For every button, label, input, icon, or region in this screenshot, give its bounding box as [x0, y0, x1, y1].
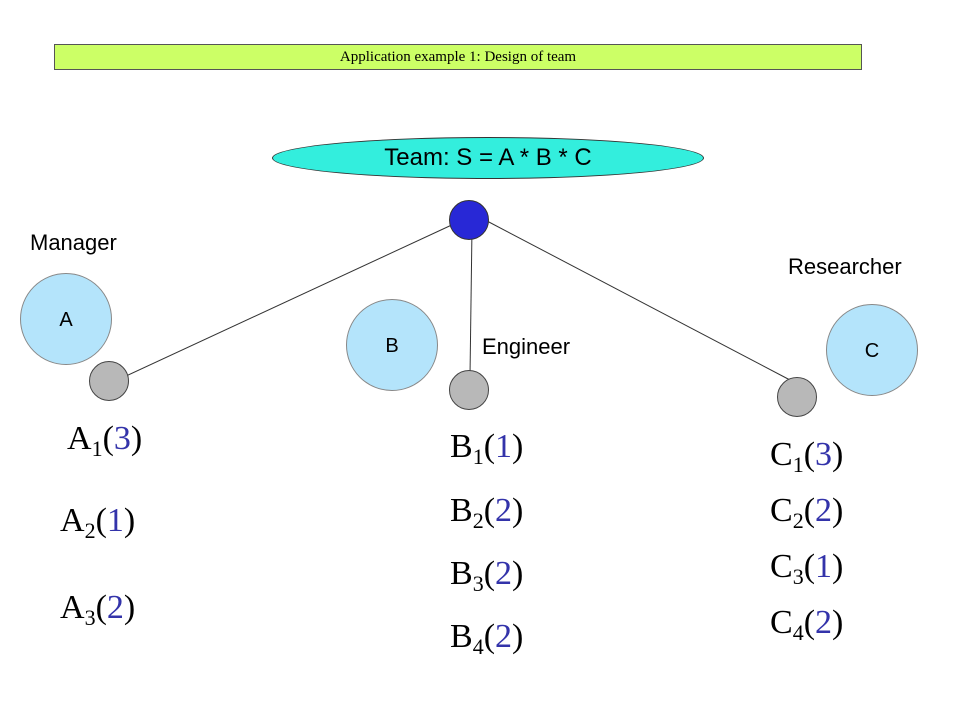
option-b2: B2(2) — [450, 492, 524, 533]
option-a3: A3(2) — [60, 589, 136, 630]
option-c4: C4(2) — [770, 604, 844, 645]
leaf-node-c — [777, 377, 817, 417]
option-c3: C3(1) — [770, 548, 844, 589]
team-formula-ellipse: Team: S = A * B * C — [272, 137, 704, 179]
edge-root-to-b — [469, 227, 473, 377]
leaf-node-b — [449, 370, 489, 410]
role-circle-c: C — [826, 304, 918, 396]
option-b3: B3(2) — [450, 555, 524, 596]
role-circle-a: A — [20, 273, 112, 365]
role-label-engineer: Engineer — [482, 334, 571, 359]
edge-root-to-c — [486, 220, 791, 381]
option-b1: B1(1) — [450, 428, 524, 469]
option-c1: C1(3) — [770, 436, 844, 477]
role-label-researcher: Researcher — [788, 254, 902, 279]
leaf-node-a — [89, 361, 129, 401]
option-c2: C2(2) — [770, 492, 844, 533]
role-label-manager: Manager — [30, 230, 117, 255]
option-a2: A2(1) — [60, 502, 136, 543]
role-circle-b: B — [346, 299, 438, 391]
option-a1: A1(3) — [67, 420, 143, 461]
root-node — [449, 200, 489, 240]
title-bar: Application example 1: Design of team — [54, 44, 862, 70]
edge-root-to-a — [125, 222, 457, 377]
option-b4: B4(2) — [450, 618, 524, 659]
